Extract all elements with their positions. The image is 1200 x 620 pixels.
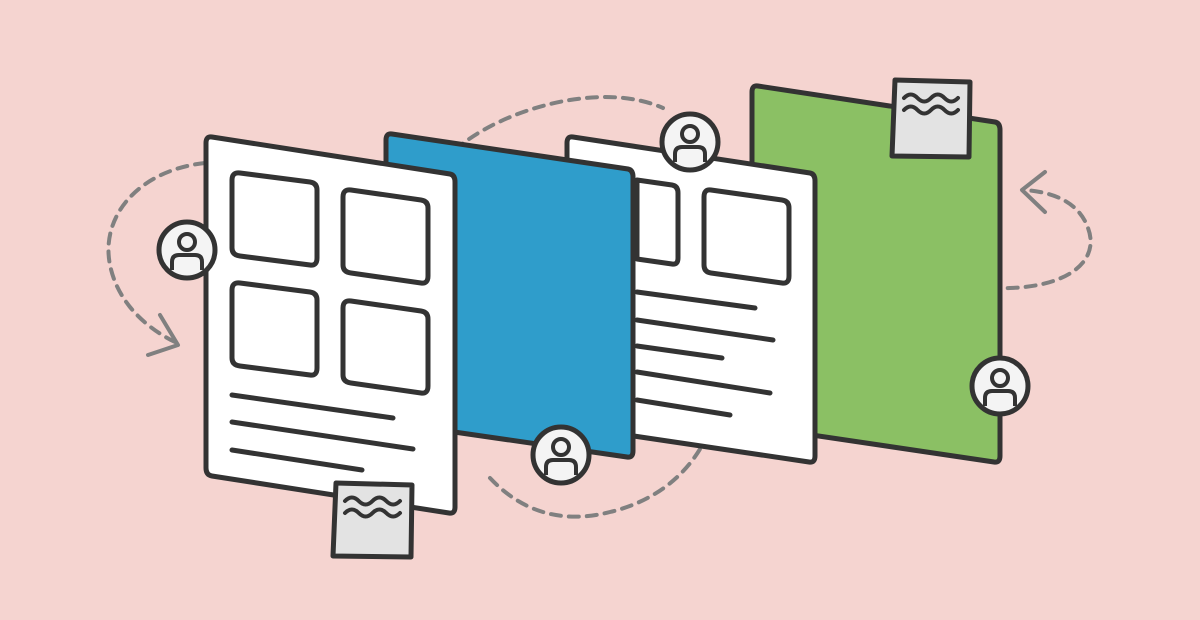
image-placeholder: [229, 170, 320, 268]
user-avatar-icon: [156, 219, 218, 281]
image-placeholder: [340, 298, 431, 396]
arrow-head-icon: [1020, 170, 1047, 214]
dashed-path-top: [453, 95, 665, 152]
image-placeholder: [340, 187, 431, 286]
page-document-front: [203, 134, 458, 516]
dashed-path-left: [106, 161, 207, 344]
user-avatar-icon: [969, 355, 1031, 417]
arrow-heads: [146, 170, 1047, 357]
user-avatar-icon: [659, 111, 721, 173]
user-avatar-icon: [530, 424, 592, 486]
sticky-note-icon: [330, 480, 415, 560]
sticky-note-icon: [889, 77, 973, 160]
arrow-head-icon: [146, 313, 180, 357]
dashed-path-bottom: [488, 438, 707, 519]
image-placeholder: [229, 280, 320, 378]
